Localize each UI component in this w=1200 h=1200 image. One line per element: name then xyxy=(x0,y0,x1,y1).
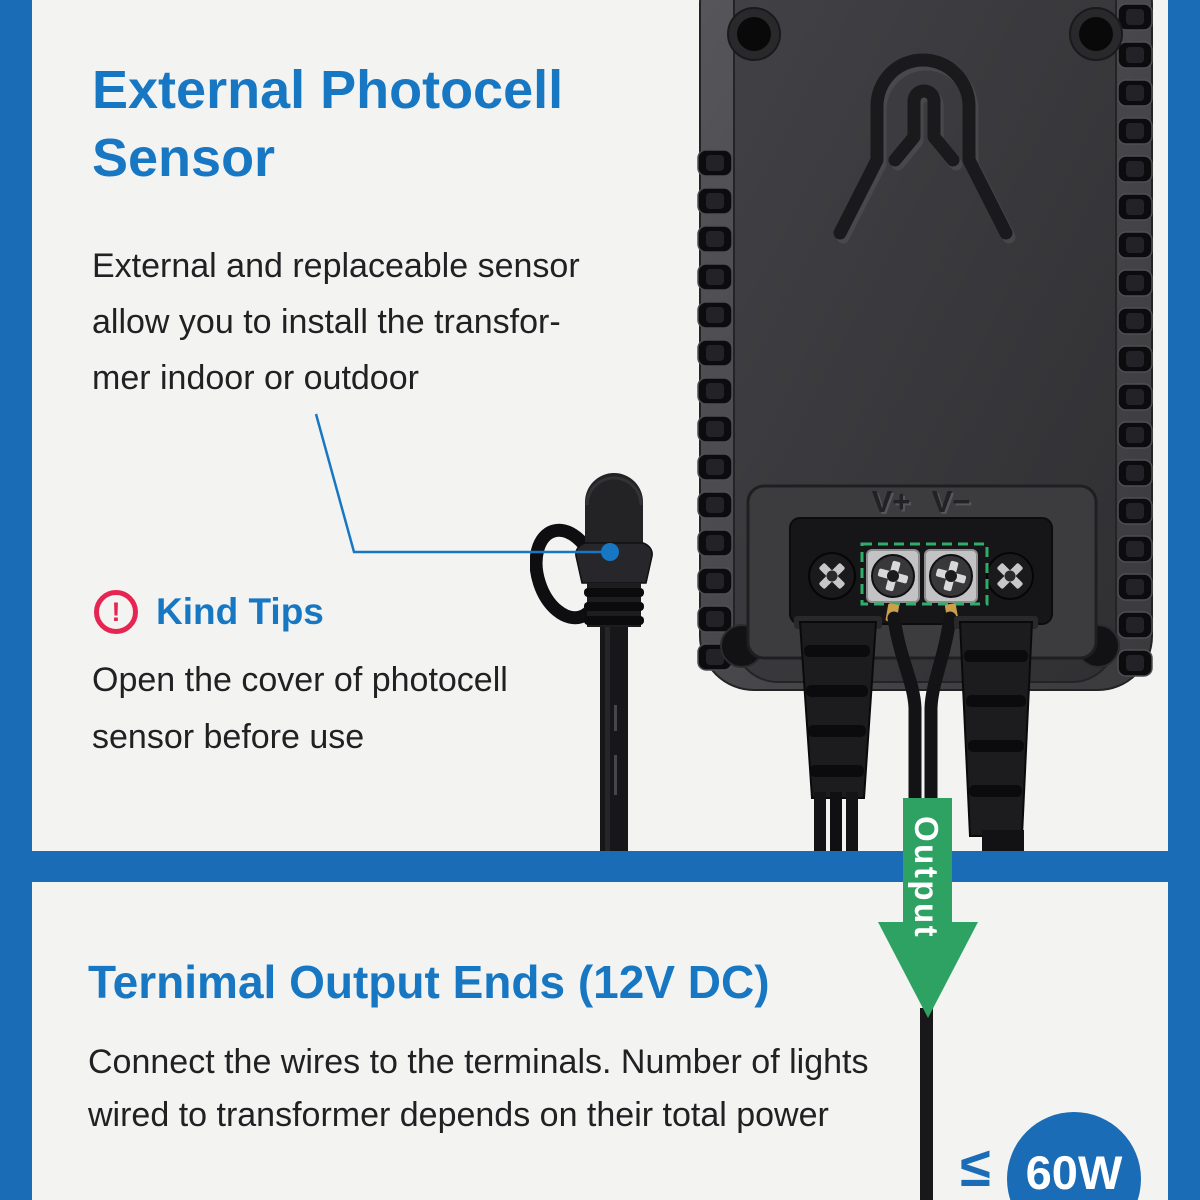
terminal-positive-label: V+ xyxy=(872,484,911,519)
description-line: sensor before use xyxy=(92,718,365,756)
description-line: Open the cover of photocell xyxy=(92,661,508,699)
sensor-cable-sheen xyxy=(605,627,610,865)
description-line: allow you to install the transfor- xyxy=(92,303,561,341)
output-wire-extension xyxy=(920,1008,933,1200)
section1-description: External and replaceable sensor allow yo… xyxy=(92,238,580,406)
terminal-screw-outer xyxy=(986,552,1034,600)
description-line: wired to transformer depends on their to… xyxy=(88,1096,829,1134)
terminal-labels: V+ V− V+ V− xyxy=(872,484,973,521)
section2-title: Ternimal Output Ends (12V DC) xyxy=(88,956,770,1008)
left-cord xyxy=(794,616,882,864)
cable-marking xyxy=(614,705,617,731)
terminal-highlight-box xyxy=(860,542,989,606)
section1-title-line2: Sensor xyxy=(92,128,276,188)
output-arrow: Output xyxy=(878,798,978,1018)
terminal-screw-outer xyxy=(808,552,856,600)
description-line: External and replaceable sensor xyxy=(92,247,580,285)
output-terminal xyxy=(866,549,920,603)
max-wattage-value: 60W xyxy=(1025,1145,1123,1199)
hanging-hook-cutout xyxy=(833,53,1016,244)
kind-tips-label: Kind Tips xyxy=(156,591,324,632)
section1-title: External Photocell Sensor xyxy=(92,56,563,192)
mounting-hole xyxy=(727,7,781,61)
sensor-rib xyxy=(584,616,644,625)
output-terminal xyxy=(924,549,978,603)
description-line: mer indoor or outdoor xyxy=(92,359,419,397)
sensor-dome xyxy=(585,473,643,543)
output-wires xyxy=(887,611,957,871)
kind-tips-header: ! Kind Tips xyxy=(94,590,324,634)
transformer-illustration: V+ V− V+ V− xyxy=(697,0,1153,871)
kind-tips-description: Open the cover of photocell sensor befor… xyxy=(92,652,508,766)
alert-circle-icon: ! xyxy=(94,590,138,634)
mounting-hole xyxy=(1069,7,1123,61)
max-wattage-badge: 60W xyxy=(1007,1112,1141,1200)
sensor-cable xyxy=(600,627,628,865)
terminal-positive-label-shadow: V+ xyxy=(874,486,913,521)
frame-left-band xyxy=(0,0,32,1200)
description-line: Connect the wires to the terminals. Numb… xyxy=(88,1043,869,1081)
output-arrow-shape xyxy=(878,798,978,1018)
sensor-callout-line xyxy=(314,413,619,561)
callout-dot xyxy=(601,543,619,561)
section-divider-band xyxy=(0,851,1200,882)
right-cord xyxy=(954,616,1038,864)
less-equal-symbol: ≤ xyxy=(960,1135,991,1198)
terminal-negative-label: V− xyxy=(932,484,971,519)
section1-title-line1: External Photocell xyxy=(92,60,564,120)
sensor-dome-highlight xyxy=(585,476,643,506)
output-arrow-label: Output xyxy=(908,816,945,939)
callout-polyline xyxy=(314,413,602,554)
sensor-rib xyxy=(584,602,644,611)
cable-marking xyxy=(614,755,617,795)
section2-description: Connect the wires to the terminals. Numb… xyxy=(88,1036,868,1142)
alert-glyph: ! xyxy=(111,596,121,627)
sensor-rib xyxy=(584,588,644,597)
frame-right-band xyxy=(1168,0,1200,1200)
terminal-negative-label-shadow: V− xyxy=(934,486,973,521)
